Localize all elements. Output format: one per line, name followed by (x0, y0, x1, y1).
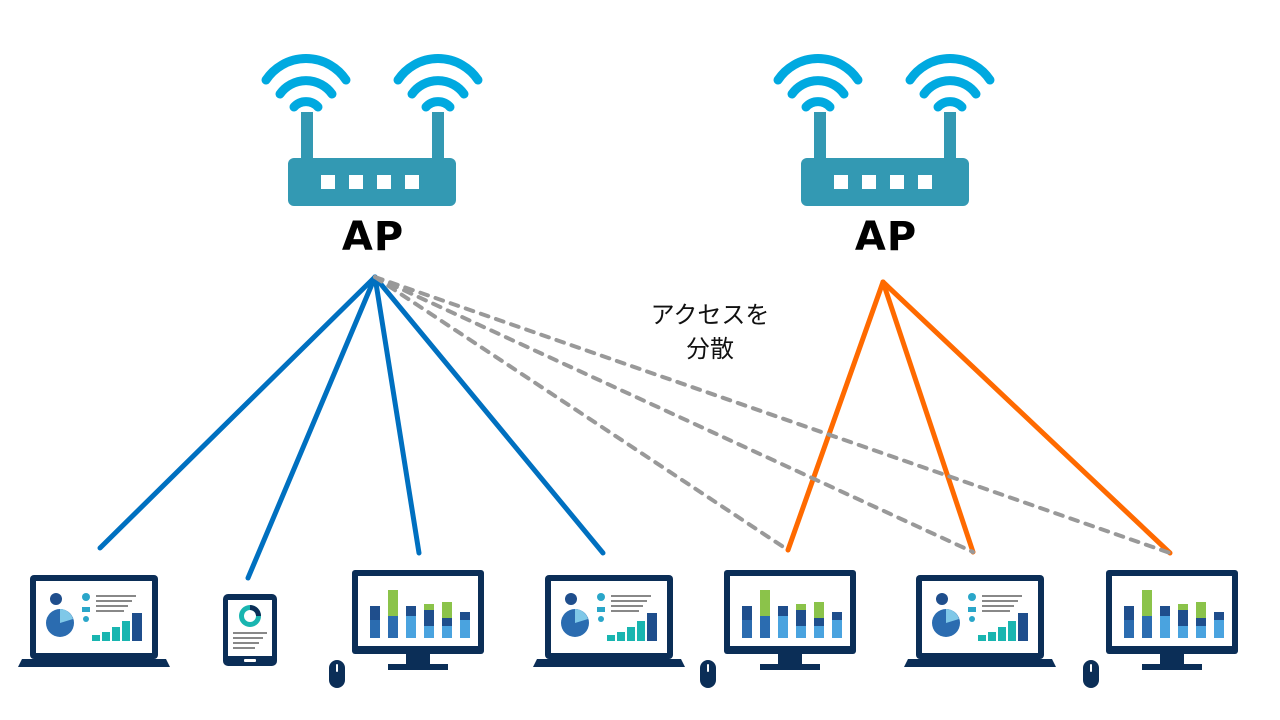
desktop-monitor-icon (724, 570, 856, 670)
desktop-monitor-icon (1106, 570, 1238, 670)
alternative-connection-line (373, 275, 975, 554)
router-icon (801, 158, 969, 206)
annotation-line-1: アクセスを (650, 301, 770, 329)
laptop-icon (904, 575, 1056, 667)
ap-label-1: AP (341, 214, 405, 260)
router-icon (288, 158, 456, 206)
wifi-icon (778, 59, 858, 107)
connection-line-ap1 (372, 274, 606, 556)
mouse-icon (329, 660, 345, 688)
connection-line-ap1 (372, 274, 422, 556)
connection-line-ap1 (97, 274, 378, 551)
alternative-connection-line (373, 275, 1172, 555)
mouse-icon (700, 660, 716, 688)
mouse-icon (1083, 660, 1099, 688)
ap-label-2: AP (854, 214, 918, 260)
router-antenna (814, 112, 826, 160)
wifi-icon (910, 59, 990, 107)
connection-line-ap2 (880, 279, 1173, 556)
laptop-icon (18, 575, 170, 667)
connection-line-ap2 (785, 279, 886, 553)
connection-line-ap1 (245, 274, 378, 581)
alternative-connection-line (373, 275, 790, 552)
laptop-icon (533, 575, 685, 667)
load-balance-annotation: アクセスを 分散 (620, 298, 800, 366)
router-antenna (432, 112, 444, 160)
router-antenna (301, 112, 313, 160)
connection-line-ap2 (880, 279, 976, 555)
tablet-icon (223, 594, 277, 666)
router-antenna (944, 112, 956, 160)
access-point-2 (778, 59, 990, 206)
wifi-icon (266, 59, 346, 107)
desktop-monitor-icon (352, 570, 484, 670)
annotation-line-2: 分散 (686, 335, 734, 363)
wifi-icon (398, 59, 478, 107)
access-point-1 (266, 59, 478, 206)
devices (18, 570, 1238, 688)
